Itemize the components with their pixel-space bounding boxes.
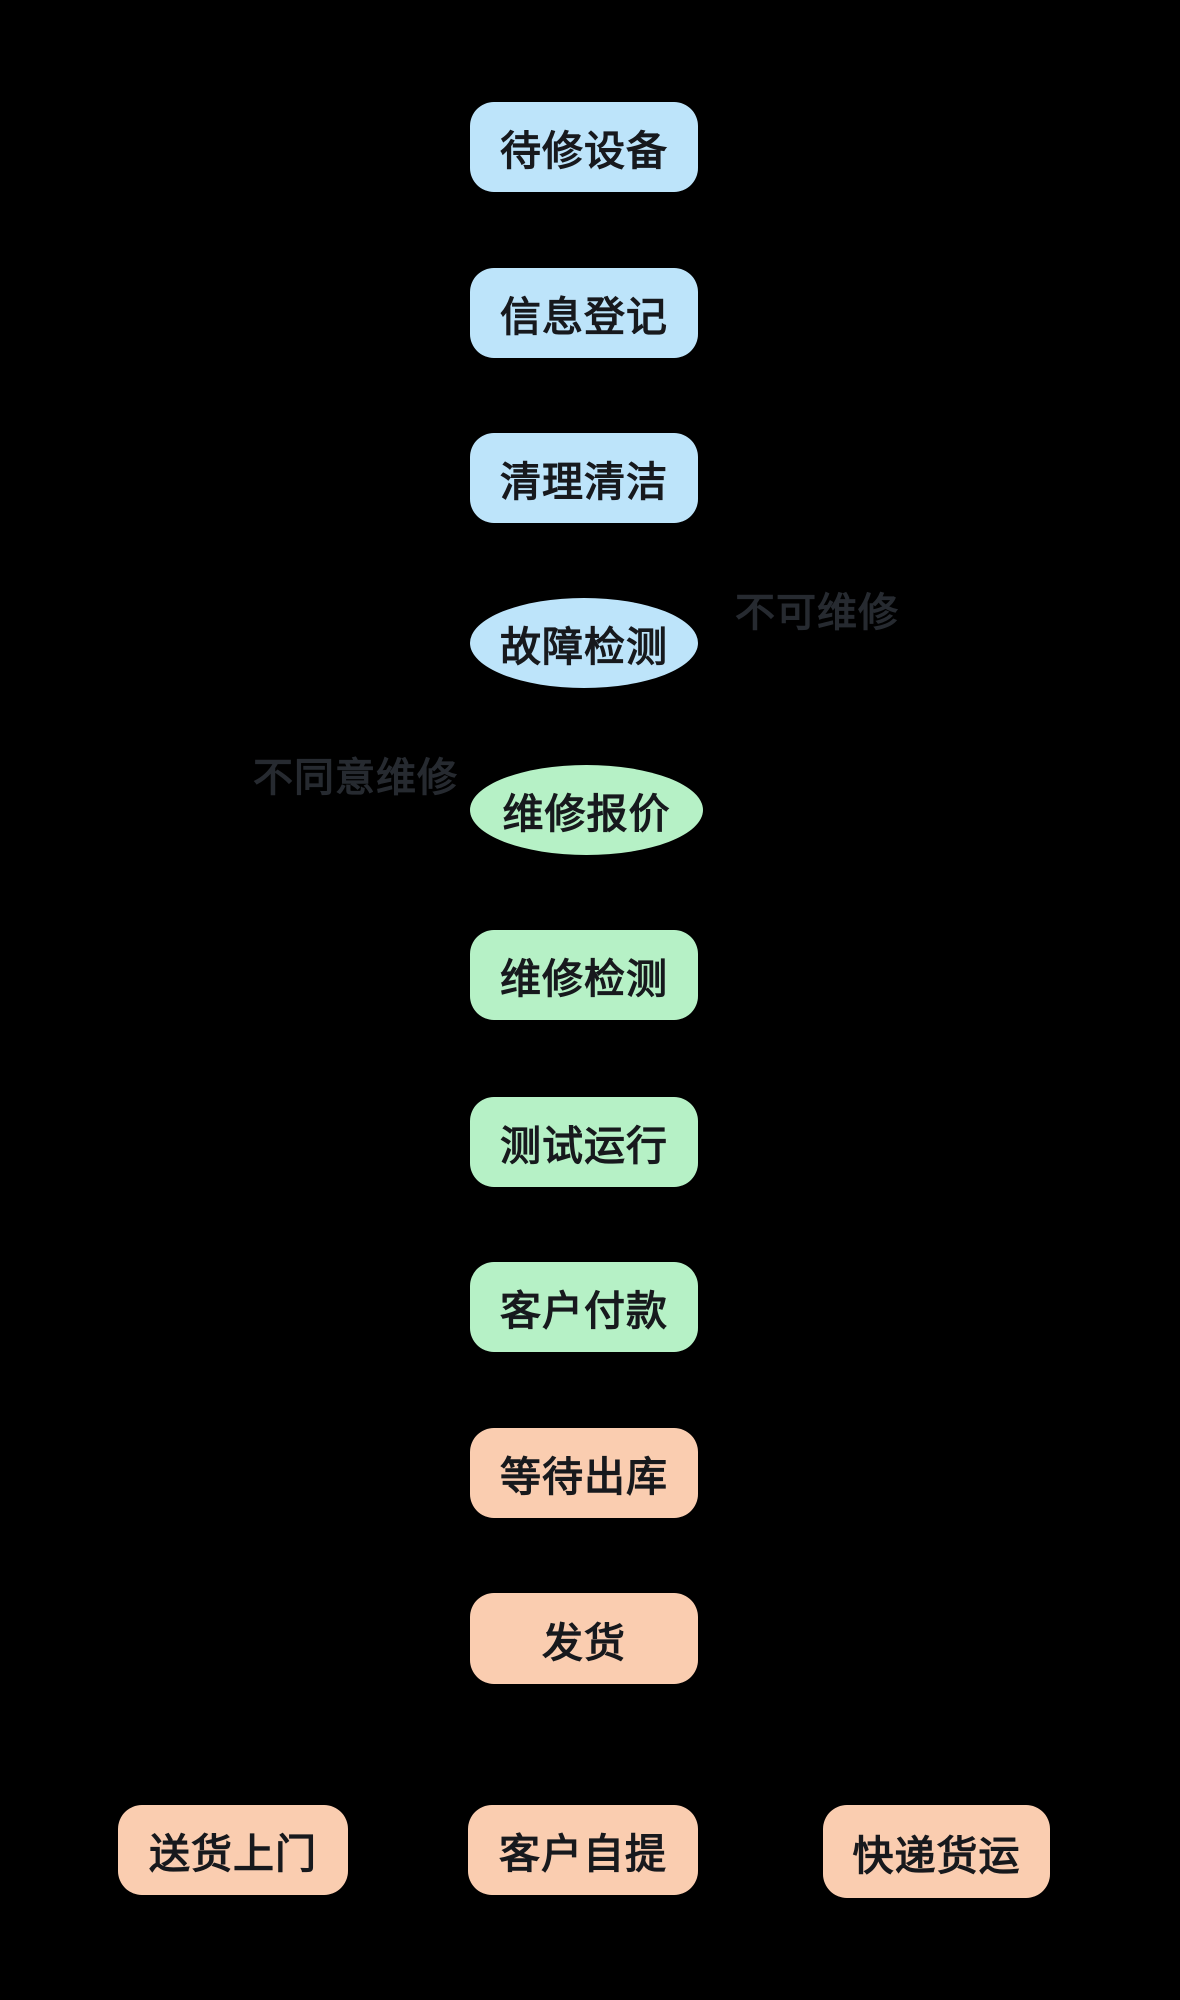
flow-node-repair-check: 维修检测 [470, 930, 698, 1020]
flow-node-info-register: 信息登记 [470, 268, 698, 358]
flow-node-pending-device: 待修设备 [470, 102, 698, 192]
flow-node-express-freight: 快递货运 [823, 1805, 1050, 1898]
edge-label-disagree-repair: 不同意维修 [253, 756, 458, 800]
flow-node-self-pickup: 客户自提 [468, 1805, 698, 1895]
edge-label-cannot-repair: 不可维修 [735, 591, 899, 635]
flow-node-cleaning: 清理清洁 [470, 433, 698, 523]
flow-node-home-delivery: 送货上门 [118, 1805, 348, 1895]
flow-node-test-run: 测试运行 [470, 1097, 698, 1187]
flow-node-fault-detection: 故障检测 [470, 598, 698, 688]
flow-node-customer-pay: 客户付款 [470, 1262, 698, 1352]
flow-node-await-outbound: 等待出库 [470, 1428, 698, 1518]
flow-node-ship: 发货 [470, 1593, 698, 1684]
flow-node-repair-quote: 维修报价 [470, 765, 703, 855]
